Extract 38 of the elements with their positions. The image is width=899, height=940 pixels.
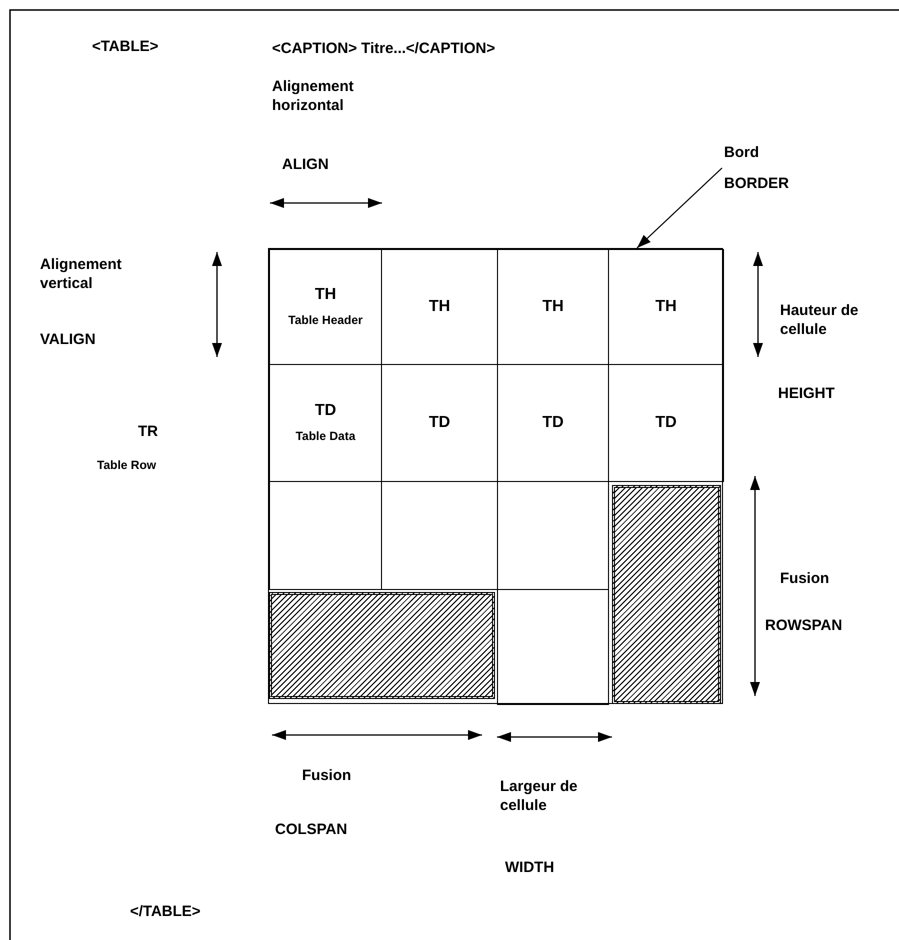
merged-cell [612, 485, 721, 704]
annotation-text: <TABLE> [92, 38, 158, 57]
annotation-text: <CAPTION> Titre...</CAPTION> [272, 40, 496, 59]
cell-tag: TD [542, 414, 564, 432]
annotation-text: Alignement vertical [40, 256, 123, 294]
cell-tag: TH [655, 298, 677, 316]
annotation-text: ALIGN [282, 156, 329, 175]
annotation-text: COLSPAN [275, 821, 348, 840]
cell-description: Table Data [296, 428, 356, 444]
annotation-text: Table Row [97, 458, 156, 473]
table-grid [268, 248, 723, 704]
cell-description: Table Header [288, 312, 363, 328]
table-cell [269, 249, 382, 365]
annotation-text: Fusion [302, 767, 352, 786]
table-cell [497, 589, 609, 705]
annotation-text: Fusion [780, 570, 830, 589]
cell-tag: TH [428, 298, 450, 316]
annotation-text: WIDTH [505, 859, 554, 878]
cell-tag: TD [655, 414, 677, 432]
annotation-text: </TABLE> [130, 903, 201, 922]
leader-line [636, 168, 722, 248]
table-cell [269, 481, 382, 590]
merged-cell [269, 592, 495, 699]
annotation-text: Largeur de cellule [500, 778, 579, 816]
annotation-text: TR [138, 423, 158, 442]
table-cell [608, 364, 724, 482]
cell-tag: TD [314, 402, 336, 420]
cell-tag: TH [542, 298, 564, 316]
cell-tag: TH [314, 286, 336, 304]
annotation-text: VALIGN [40, 331, 96, 350]
annotation-text: HEIGHT [778, 385, 835, 404]
table-cell [608, 249, 724, 365]
callout-text: Bord [724, 144, 760, 163]
annotation-text: Alignement horizontal [272, 78, 355, 116]
callout-text: BORDER [724, 174, 790, 194]
annotation-text: Hauteur de cellule [780, 302, 860, 340]
annotation-text: ROWSPAN [765, 617, 842, 636]
cell-tag: TD [428, 414, 450, 432]
